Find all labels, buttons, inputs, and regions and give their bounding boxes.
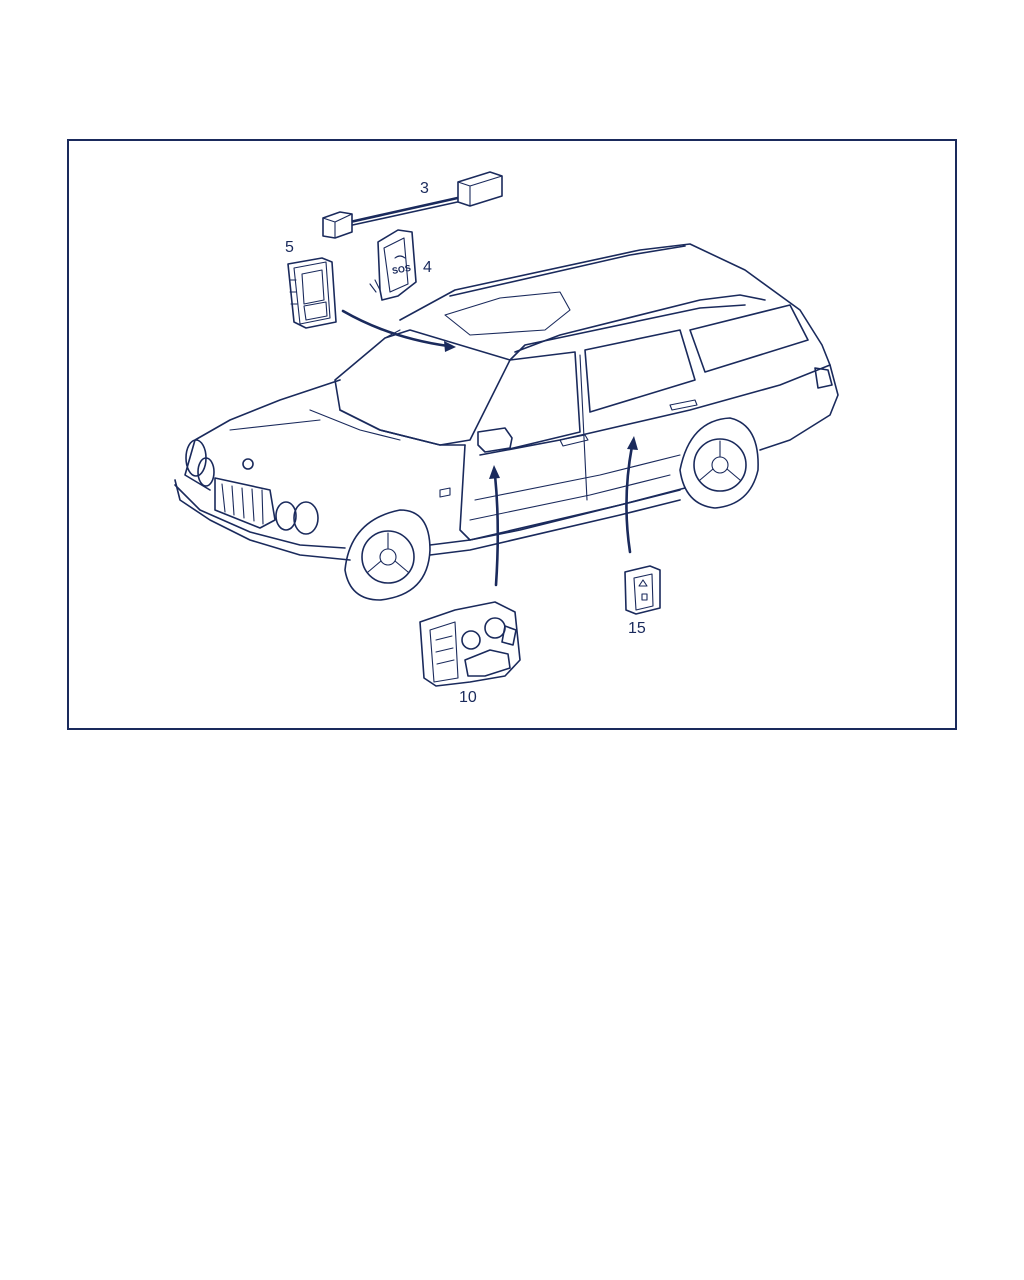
- station-wagon-illustration: [174, 243, 839, 601]
- leader-arrow-part-15: [625, 436, 638, 554]
- callout-10: 10: [459, 689, 477, 706]
- sos-label: SOS: [391, 263, 411, 276]
- leader-arrow-part-5: [341, 309, 456, 352]
- leader-arrow-part-10: [489, 465, 500, 587]
- part-5-switch-block: [287, 257, 337, 329]
- part-3-cable-assembly: [322, 171, 503, 239]
- callout-4: 4: [423, 259, 432, 276]
- part-10-seat-switch: [419, 601, 521, 687]
- part-4-sos-switch: SOS: [369, 229, 417, 301]
- callout-3: 3: [420, 180, 429, 197]
- part-15-window-switch: [624, 565, 661, 615]
- callout-15: 15: [628, 620, 646, 637]
- callout-5: 5: [285, 239, 294, 256]
